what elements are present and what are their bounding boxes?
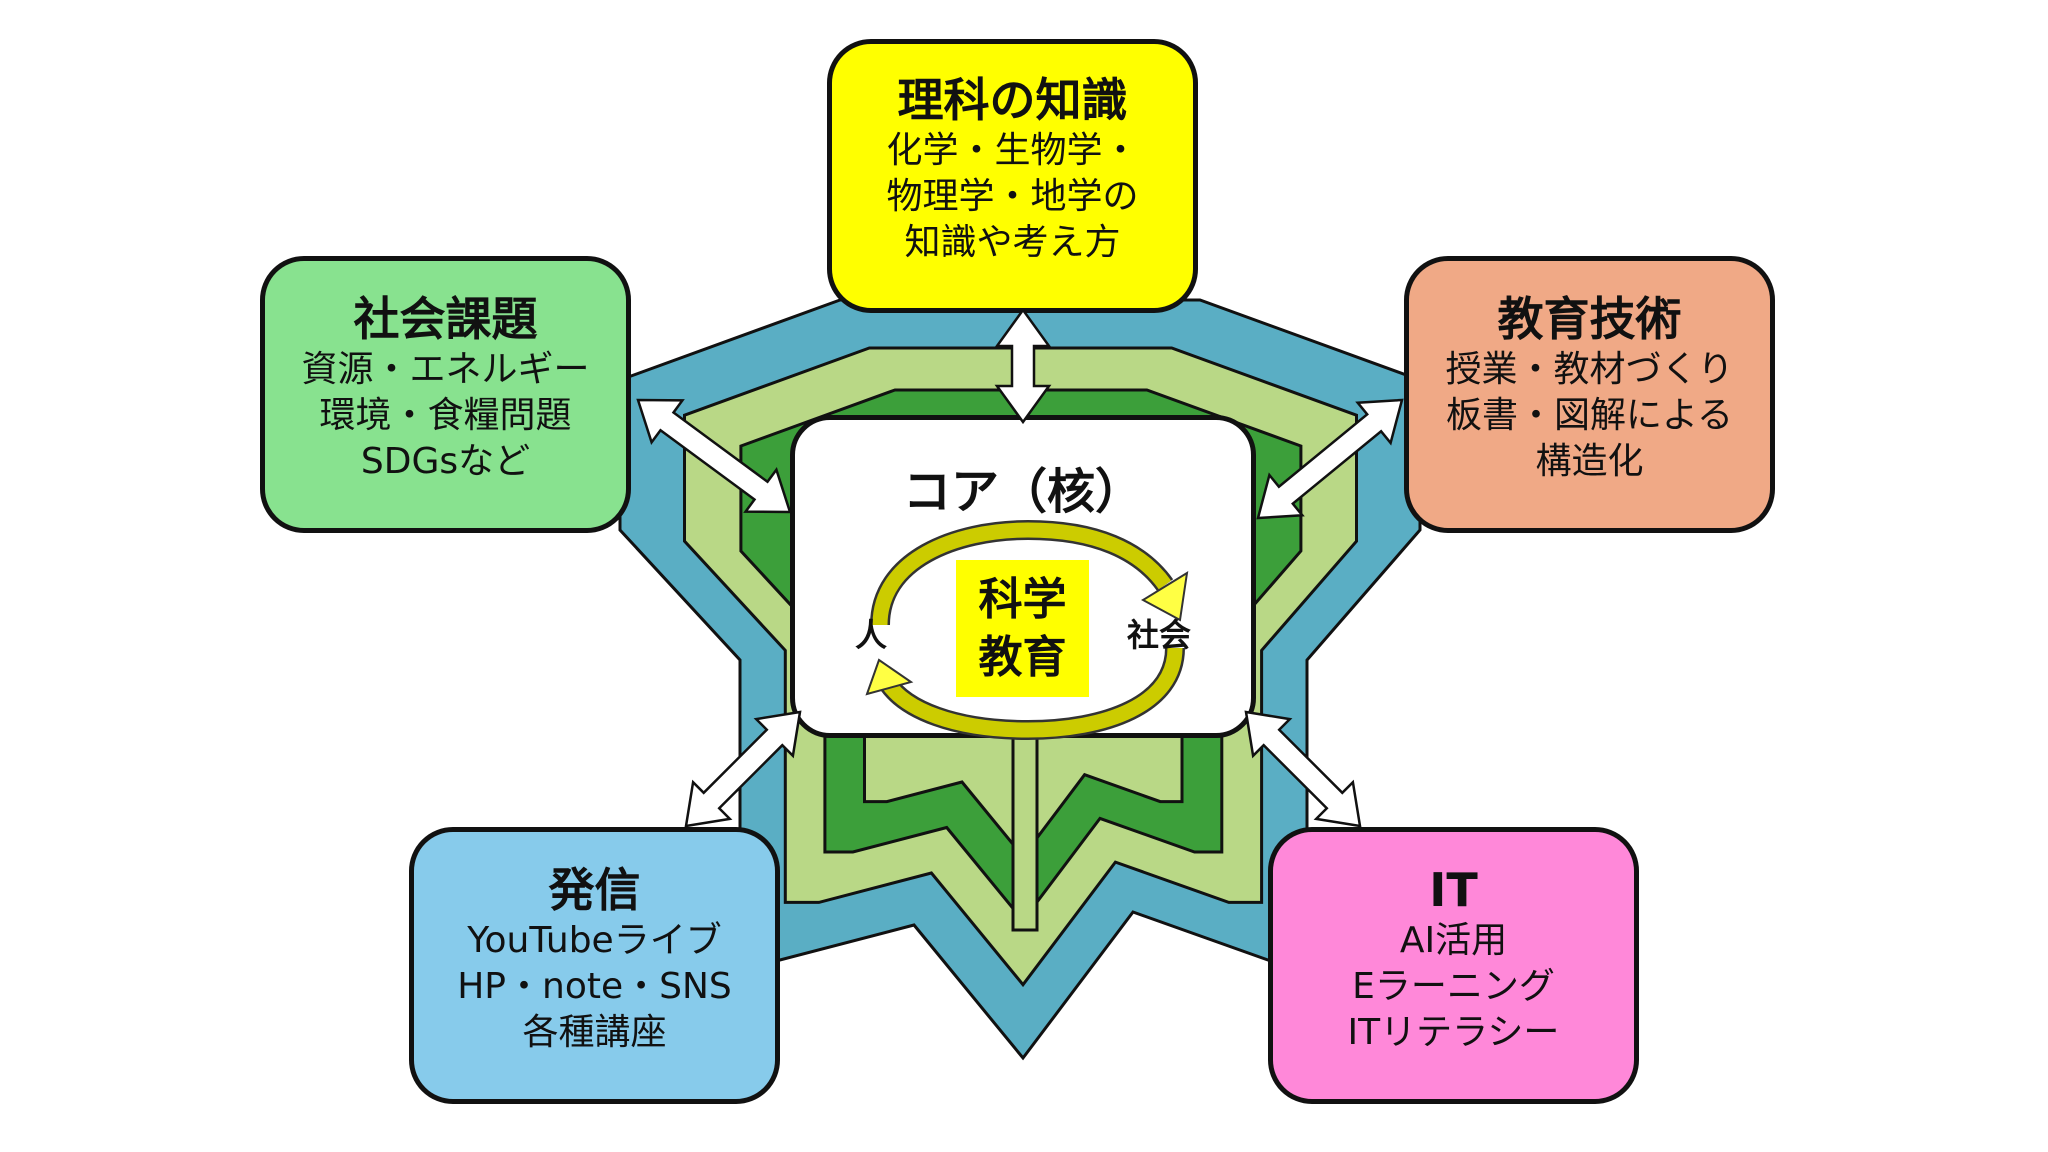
box-line: HP・note・SNS (457, 966, 732, 1007)
box-title: 理科の知識 (897, 73, 1128, 127)
society-label: 社会 (1127, 616, 1192, 654)
box-line: 知識や考え方 (904, 222, 1121, 263)
box-line: 環境・食糧問題 (319, 395, 572, 436)
box-title: 教育技術 (1497, 292, 1682, 346)
arrowhead-icon (1140, 571, 1189, 622)
box-line: 物理学・地学の (886, 176, 1139, 217)
person-label: 人 (855, 616, 888, 654)
box-line: 構造化 (1535, 441, 1644, 482)
box-line: 各種講座 (522, 1012, 667, 1053)
outreach-box: 発信 YouTubeライブ HP・note・SNS 各種講座 (409, 827, 780, 1104)
box-title: 社会課題 (353, 292, 538, 346)
education-technique-box: 教育技術 授業・教材づくり 板書・図解による 構造化 (1404, 256, 1775, 533)
science-education-label: 科学 教育 (956, 560, 1089, 697)
box-line: Eラーニング (1352, 966, 1555, 1007)
box-line: AI活用 (1399, 920, 1508, 961)
cycle-arrows (865, 519, 1189, 741)
center-line: 教育 (978, 631, 1067, 683)
it-box: IT AI活用 Eラーニング ITリテラシー (1268, 827, 1639, 1104)
center-line: 科学 (978, 573, 1067, 625)
box-line: YouTubeライブ (467, 920, 722, 961)
box-line: ITリテラシー (1347, 1012, 1560, 1053)
box-line: 化学・生物学・ (886, 130, 1139, 171)
box-line: 授業・教材づくり (1445, 349, 1734, 390)
box-line: SDGsなど (360, 441, 531, 482)
box-line: 板書・図解による (1446, 395, 1733, 436)
arrowhead-icon (865, 658, 914, 696)
social-issues-box: 社会課題 資源・エネルギー 環境・食糧問題 SDGsなど (260, 256, 631, 533)
box-line: 資源・エネルギー (301, 349, 590, 390)
science-knowledge-box: 理科の知識 化学・生物学・ 物理学・地学の 知識や考え方 (827, 39, 1198, 313)
core-box: コア（核） 科学 教育 人 社会 (790, 415, 1256, 741)
core-title: コア（核） (902, 464, 1143, 520)
box-title: 発信 (548, 863, 641, 917)
box-title: IT (1429, 863, 1478, 917)
